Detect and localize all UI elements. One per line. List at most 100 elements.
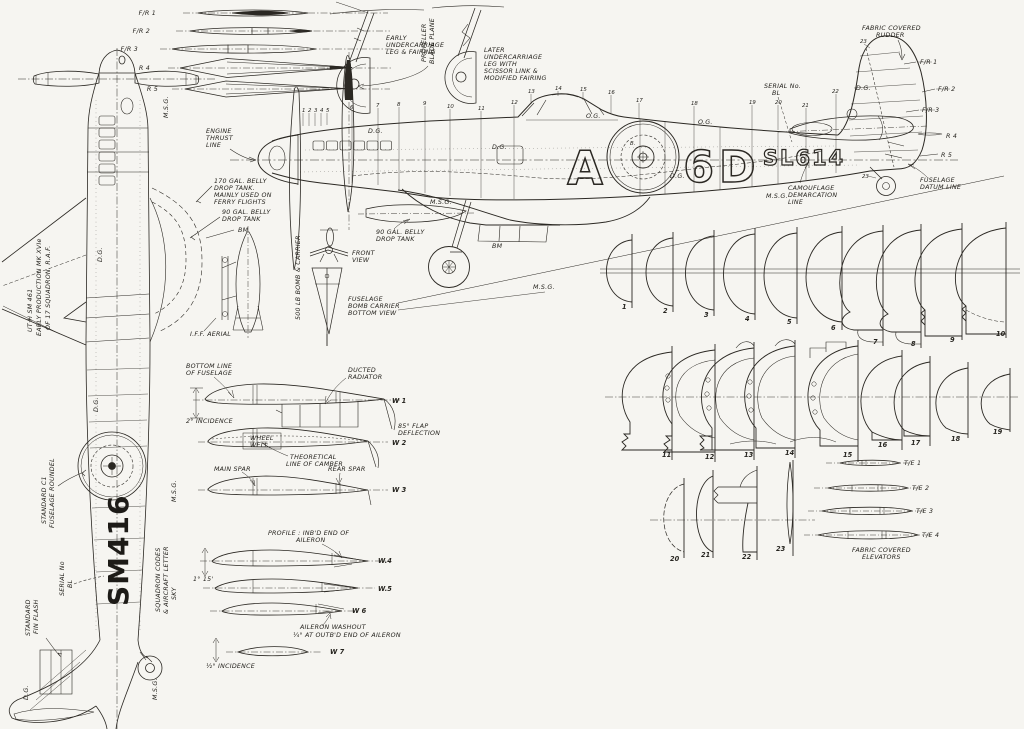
paint-dg-left-1: D.G. [97, 247, 104, 262]
serial-no-line1: SERIAL No. [764, 83, 801, 90]
fin-flash-label-line2: FIN FLASH [33, 599, 40, 634]
section-2: 2 [663, 307, 668, 315]
front-view-label-line1: FRONT [352, 250, 376, 257]
paint-dg-3: D.G. [670, 173, 685, 180]
left-serial-sm416: SM416 [102, 495, 135, 606]
tank-170-label-line1: 170 GAL. BELLY [214, 178, 268, 185]
engine-thrust-line3: LINE [206, 142, 221, 149]
station-23: 23 [860, 39, 867, 45]
roundel-label-line2: FUSELAGE ROUNDEL [49, 458, 56, 528]
flap-label2: DEFLECTION [398, 430, 440, 437]
wing-section-w2 [207, 427, 369, 448]
prop-plane-label-line2: BLADE PLANE [429, 18, 436, 64]
section-23: 23 [776, 545, 786, 553]
section-11: 11 [662, 451, 671, 459]
paint-og-1: O.G. [586, 113, 601, 120]
fuselage-top [271, 93, 839, 142]
belly-tank [365, 204, 467, 223]
left-caption-line2: EARLY PRODUCTION MK XVIe [36, 238, 43, 336]
bomb-carrier-label-line3: BOTTOM VIEW [348, 310, 397, 317]
undercarriage-details [329, 1, 505, 114]
te4-label: T/E 4 [922, 532, 939, 539]
roundel-label-line1: STANDARD C1 [41, 476, 48, 524]
left-profile-view [1, 48, 215, 729]
station-11: 11 [478, 106, 485, 112]
paint-msg-2: M.S.G. [533, 284, 555, 291]
station-15: 15 [580, 87, 587, 93]
incidence-2-label: 2° INCIDENCE [186, 417, 233, 425]
radiator [477, 224, 549, 243]
camouflage-line2: DEMARCATION [788, 192, 837, 199]
squadron-code-6d: 6D [683, 142, 760, 193]
code-letter-a: A [567, 141, 603, 195]
fin-flash-label-line1: STANDARD [25, 599, 32, 636]
paint-dg-2: D.G. [492, 144, 507, 151]
side-tank-label-line2: DROP TANK [376, 236, 415, 243]
bottom-line-label2: OF FUSELAGE [186, 370, 232, 377]
bm-label-side: BM [492, 243, 503, 250]
section-5: 5 [787, 318, 792, 326]
early-uc-label-line1: EARLY [386, 35, 408, 42]
camber-label1: THEORETICAL [290, 454, 337, 461]
exhaust-stubs [312, 140, 392, 151]
station-13: 13 [528, 89, 535, 95]
wing-section-w6 [221, 602, 343, 616]
later-uc-label-line4: SCISSOR LINK & [484, 68, 538, 75]
aileron-profile-label2: AILERON [295, 537, 325, 544]
station-20: 20 [775, 100, 782, 106]
serial-sl614: SL614 [763, 146, 845, 170]
elevators-caption-line1: FABRIC COVERED [852, 547, 911, 554]
paint-og-2: O.G. [698, 119, 713, 126]
later-uc-label-line3: LEG WITH [484, 61, 517, 68]
fuselage-sections-row3: 20 21 22 23 [650, 460, 815, 563]
fin-section-label-r5: R 5 [147, 86, 158, 93]
te1-label: T/E 1 [904, 460, 921, 467]
squadron-codes-line3: SKY [171, 586, 178, 600]
gear-leg [450, 199, 472, 253]
tank-90-label-line1: 90 GAL. BELLY [222, 209, 271, 216]
section-21: 21 [701, 551, 710, 559]
paint-msg-left-nose: M.S.G. [163, 96, 170, 118]
tank-170-label-line3: MAINLY USED ON [214, 192, 272, 199]
side-view: A 6D SL614 B. D.G. D.G. O.G. O.G. D.G. D… [206, 25, 1005, 311]
fin-flash [39, 649, 73, 695]
section-22: 22 [742, 553, 752, 561]
washout-label1: AILERON WASHOUT [299, 624, 367, 631]
camouflage-demarcation [351, 150, 823, 180]
wing-sections: W 1 W 2 W 3 W.4 W.5 W 6 W 7 BOTTOM LINE … [186, 363, 440, 670]
section-10: 10 [996, 330, 1006, 338]
front-view-label-line2: VIEW [352, 257, 370, 264]
w3-label: W 3 [392, 486, 407, 494]
station-10: 10 [447, 104, 454, 110]
section-20: 20 [670, 555, 680, 563]
roundel-b-label: B. [630, 141, 635, 147]
ducted-radiator-label1: DUCTED [348, 367, 376, 374]
station-5: 5 [326, 108, 330, 114]
squadron-codes-line1: SQUADRON CODES [155, 548, 162, 612]
tail-group [777, 47, 929, 196]
main-spar-label: MAIN SPAR [214, 466, 251, 473]
paint-msg-left-2: M.S.G. [171, 480, 178, 502]
station-12: 12 [511, 100, 518, 106]
side-tank-label-line1: 90 GAL. BELLY [376, 229, 425, 236]
fabric-rudder-line1: FABRIC COVERED [862, 25, 921, 32]
section-4: 4 [745, 315, 750, 323]
tank-90-label-line2: DROP TANK [222, 216, 261, 223]
station-7: 7 [376, 103, 380, 109]
section-15: 15 [843, 451, 853, 459]
station-21: 21 [802, 103, 809, 109]
section-18: 18 [951, 435, 961, 443]
station-19: 19 [749, 100, 756, 106]
station-9: 9 [423, 101, 427, 107]
wing-section-w1 [204, 383, 385, 405]
w1-label: W 1 [392, 397, 406, 405]
left-serial-no-line2: BL [67, 579, 74, 588]
ducted-radiator-label2: RADIATOR [348, 374, 382, 381]
tank-170-label-line4: FERRY FLIGHTS [214, 199, 266, 206]
left-caption-line1: UT·H SM 461 [27, 289, 34, 332]
panel-lines [299, 118, 861, 199]
section-16: 16 [878, 441, 888, 449]
paint-msg-1: M.S.G. [430, 199, 452, 206]
bomb-500-detail [221, 226, 264, 338]
fin-section-label-fr3: F/R 3 [121, 46, 138, 53]
